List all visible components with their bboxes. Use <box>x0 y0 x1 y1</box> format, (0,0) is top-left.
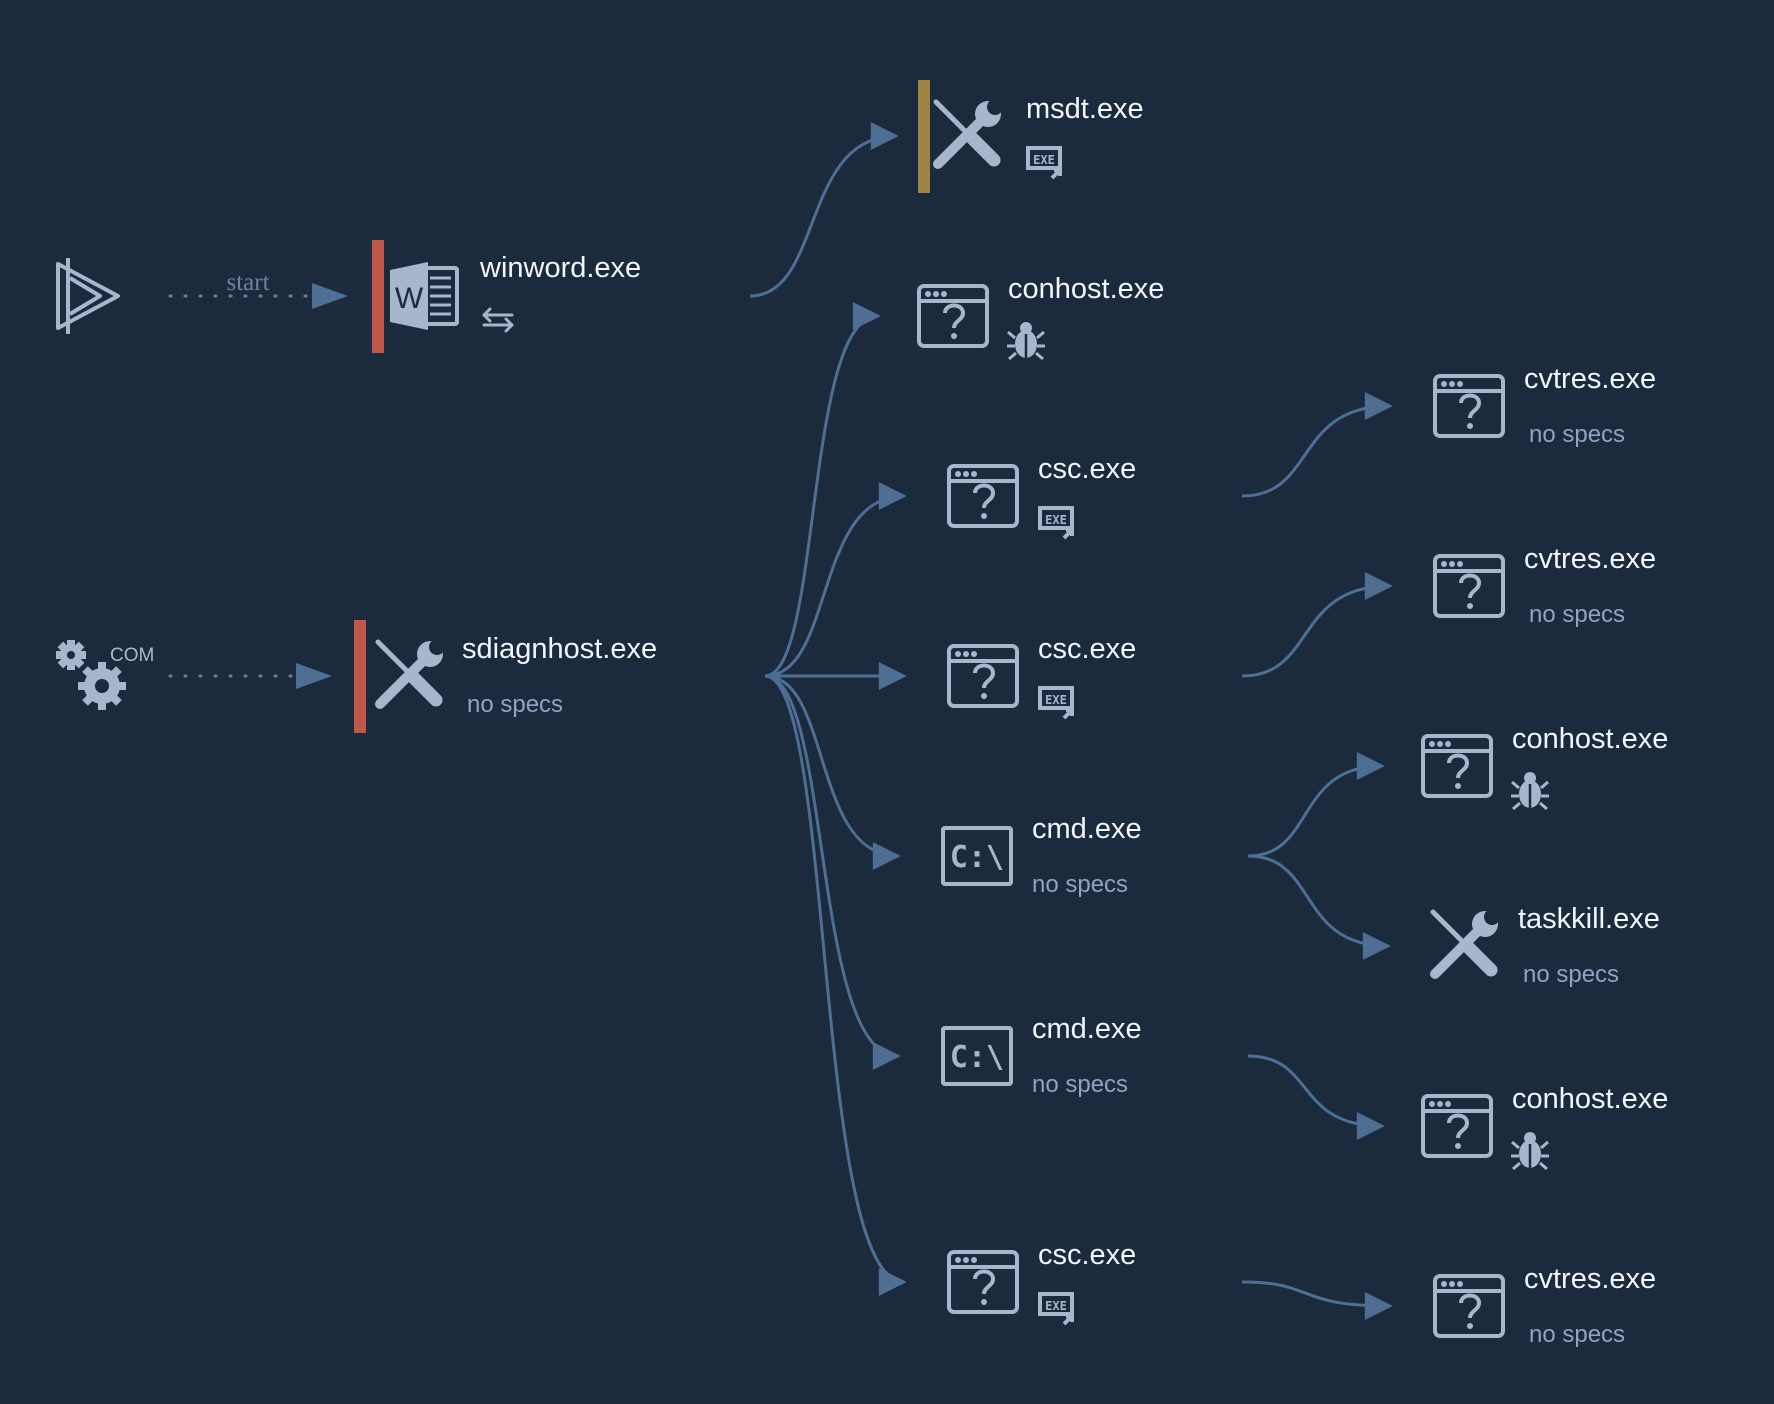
process-node-cvtres1[interactable]: cvtres.exe no specs <box>1433 363 1656 448</box>
process-name: winword.exe <box>479 252 641 284</box>
edge-sdiagnhost-conhost1 <box>764 302 881 678</box>
unknown-window-icon <box>1421 1094 1493 1158</box>
process-name: taskkill.exe <box>1518 903 1660 935</box>
no-specs-label: no specs <box>1032 1071 1128 1098</box>
exe-icon: EXE <box>1026 146 1062 180</box>
unknown-window-icon <box>1433 374 1505 438</box>
process-node-cmd1[interactable]: C:\ cmd.exe no specs <box>941 813 1142 898</box>
no-specs-label: no specs <box>1529 601 1625 628</box>
svg-text:W: W <box>395 282 424 315</box>
edge-sdiagnhost-cmd1 <box>764 674 901 870</box>
no-specs-label: no specs <box>467 691 563 718</box>
tools-icon <box>933 99 1003 169</box>
unknown-window-icon <box>1433 554 1505 618</box>
process-node-conhost3[interactable]: conhost.exe <box>1421 1083 1668 1171</box>
com-gear-icon: COM <box>56 640 154 710</box>
severity-marker <box>372 240 384 353</box>
exe-icon: EXE <box>1038 686 1074 720</box>
edge-csc1-cvtres1 <box>1241 392 1393 498</box>
source-com[interactable]: COM <box>56 640 154 710</box>
process-name: cvtres.exe <box>1524 1263 1656 1295</box>
source-start[interactable] <box>56 258 120 334</box>
severity-marker <box>918 80 930 193</box>
process-name: cvtres.exe <box>1524 543 1656 575</box>
process-name: cvtres.exe <box>1524 363 1656 395</box>
svg-text:EXE: EXE <box>1045 513 1067 527</box>
no-specs-label: no specs <box>1032 871 1128 898</box>
process-node-sdiagnhost[interactable]: sdiagnhost.exe no specs <box>354 620 657 733</box>
process-node-conhost1[interactable]: conhost.exe <box>917 273 1164 361</box>
bug-icon <box>1511 772 1549 811</box>
edges <box>168 122 1393 1320</box>
word-document-icon: W <box>390 262 459 330</box>
swap-arrows-icon <box>482 307 514 333</box>
cmd-prompt-icon: C:\ <box>941 826 1013 886</box>
svg-text:C:\: C:\ <box>950 1040 1004 1075</box>
severity-marker <box>354 620 366 733</box>
unknown-window-icon <box>1433 1274 1505 1338</box>
unknown-window-icon <box>947 464 1019 528</box>
process-name: conhost.exe <box>1512 723 1668 755</box>
start-label: start <box>226 269 269 296</box>
bug-icon <box>1511 1132 1549 1171</box>
cmd-prompt-icon: C:\ <box>941 1026 1013 1086</box>
process-name: cmd.exe <box>1032 813 1142 845</box>
process-node-cmd2[interactable]: C:\ cmd.exe no specs <box>941 1013 1142 1098</box>
process-node-cvtres2[interactable]: cvtres.exe no specs <box>1433 543 1656 628</box>
edge-cmd1-conhost2 <box>1247 752 1385 858</box>
svg-text:EXE: EXE <box>1033 153 1055 167</box>
no-specs-label: no specs <box>1529 421 1625 448</box>
unknown-window-icon <box>1421 734 1493 798</box>
process-name: msdt.exe <box>1026 93 1144 125</box>
edge-cmd2-conhost3 <box>1247 1054 1385 1140</box>
process-name: cmd.exe <box>1032 1013 1142 1045</box>
exe-icon: EXE <box>1038 506 1074 540</box>
edge-sdiagnhost-cmd2 <box>764 674 901 1070</box>
no-specs-label: no specs <box>1529 1321 1625 1348</box>
process-name: csc.exe <box>1038 1239 1136 1271</box>
tools-icon <box>375 639 445 709</box>
process-name: sdiagnhost.exe <box>462 633 657 665</box>
exe-icon: EXE <box>1038 1292 1074 1326</box>
edge-winword-msdt <box>749 122 899 298</box>
process-node-conhost2[interactable]: conhost.exe <box>1421 723 1668 811</box>
unknown-window-icon <box>947 644 1019 708</box>
process-name: csc.exe <box>1038 453 1136 485</box>
process-node-cvtres3[interactable]: cvtres.exe no specs <box>1433 1263 1656 1348</box>
process-node-taskkill[interactable]: taskkill.exe no specs <box>1430 903 1660 988</box>
svg-text:EXE: EXE <box>1045 1299 1067 1313</box>
arrowhead <box>296 663 332 689</box>
tools-icon <box>1430 909 1500 979</box>
edge-sdiagnhost-csc3 <box>764 674 907 1296</box>
edge-sdiagnhost-csc1 <box>764 482 907 678</box>
unknown-window-icon <box>917 284 989 348</box>
play-icon <box>56 258 120 334</box>
no-specs-label: no specs <box>1523 961 1619 988</box>
process-name: csc.exe <box>1038 633 1136 665</box>
com-label: COM <box>110 645 154 666</box>
svg-text:C:\: C:\ <box>950 840 1004 875</box>
svg-text:EXE: EXE <box>1045 693 1067 707</box>
edge-cmd1-taskkill <box>1247 854 1391 960</box>
unknown-window-icon <box>947 1250 1019 1314</box>
bug-icon <box>1007 322 1045 361</box>
arrowhead <box>312 283 348 309</box>
process-name: conhost.exe <box>1008 273 1164 305</box>
edge-csc3-cvtres3 <box>1241 1280 1393 1320</box>
process-name: conhost.exe <box>1512 1083 1668 1115</box>
edge-csc2-cvtres2 <box>1241 572 1393 678</box>
